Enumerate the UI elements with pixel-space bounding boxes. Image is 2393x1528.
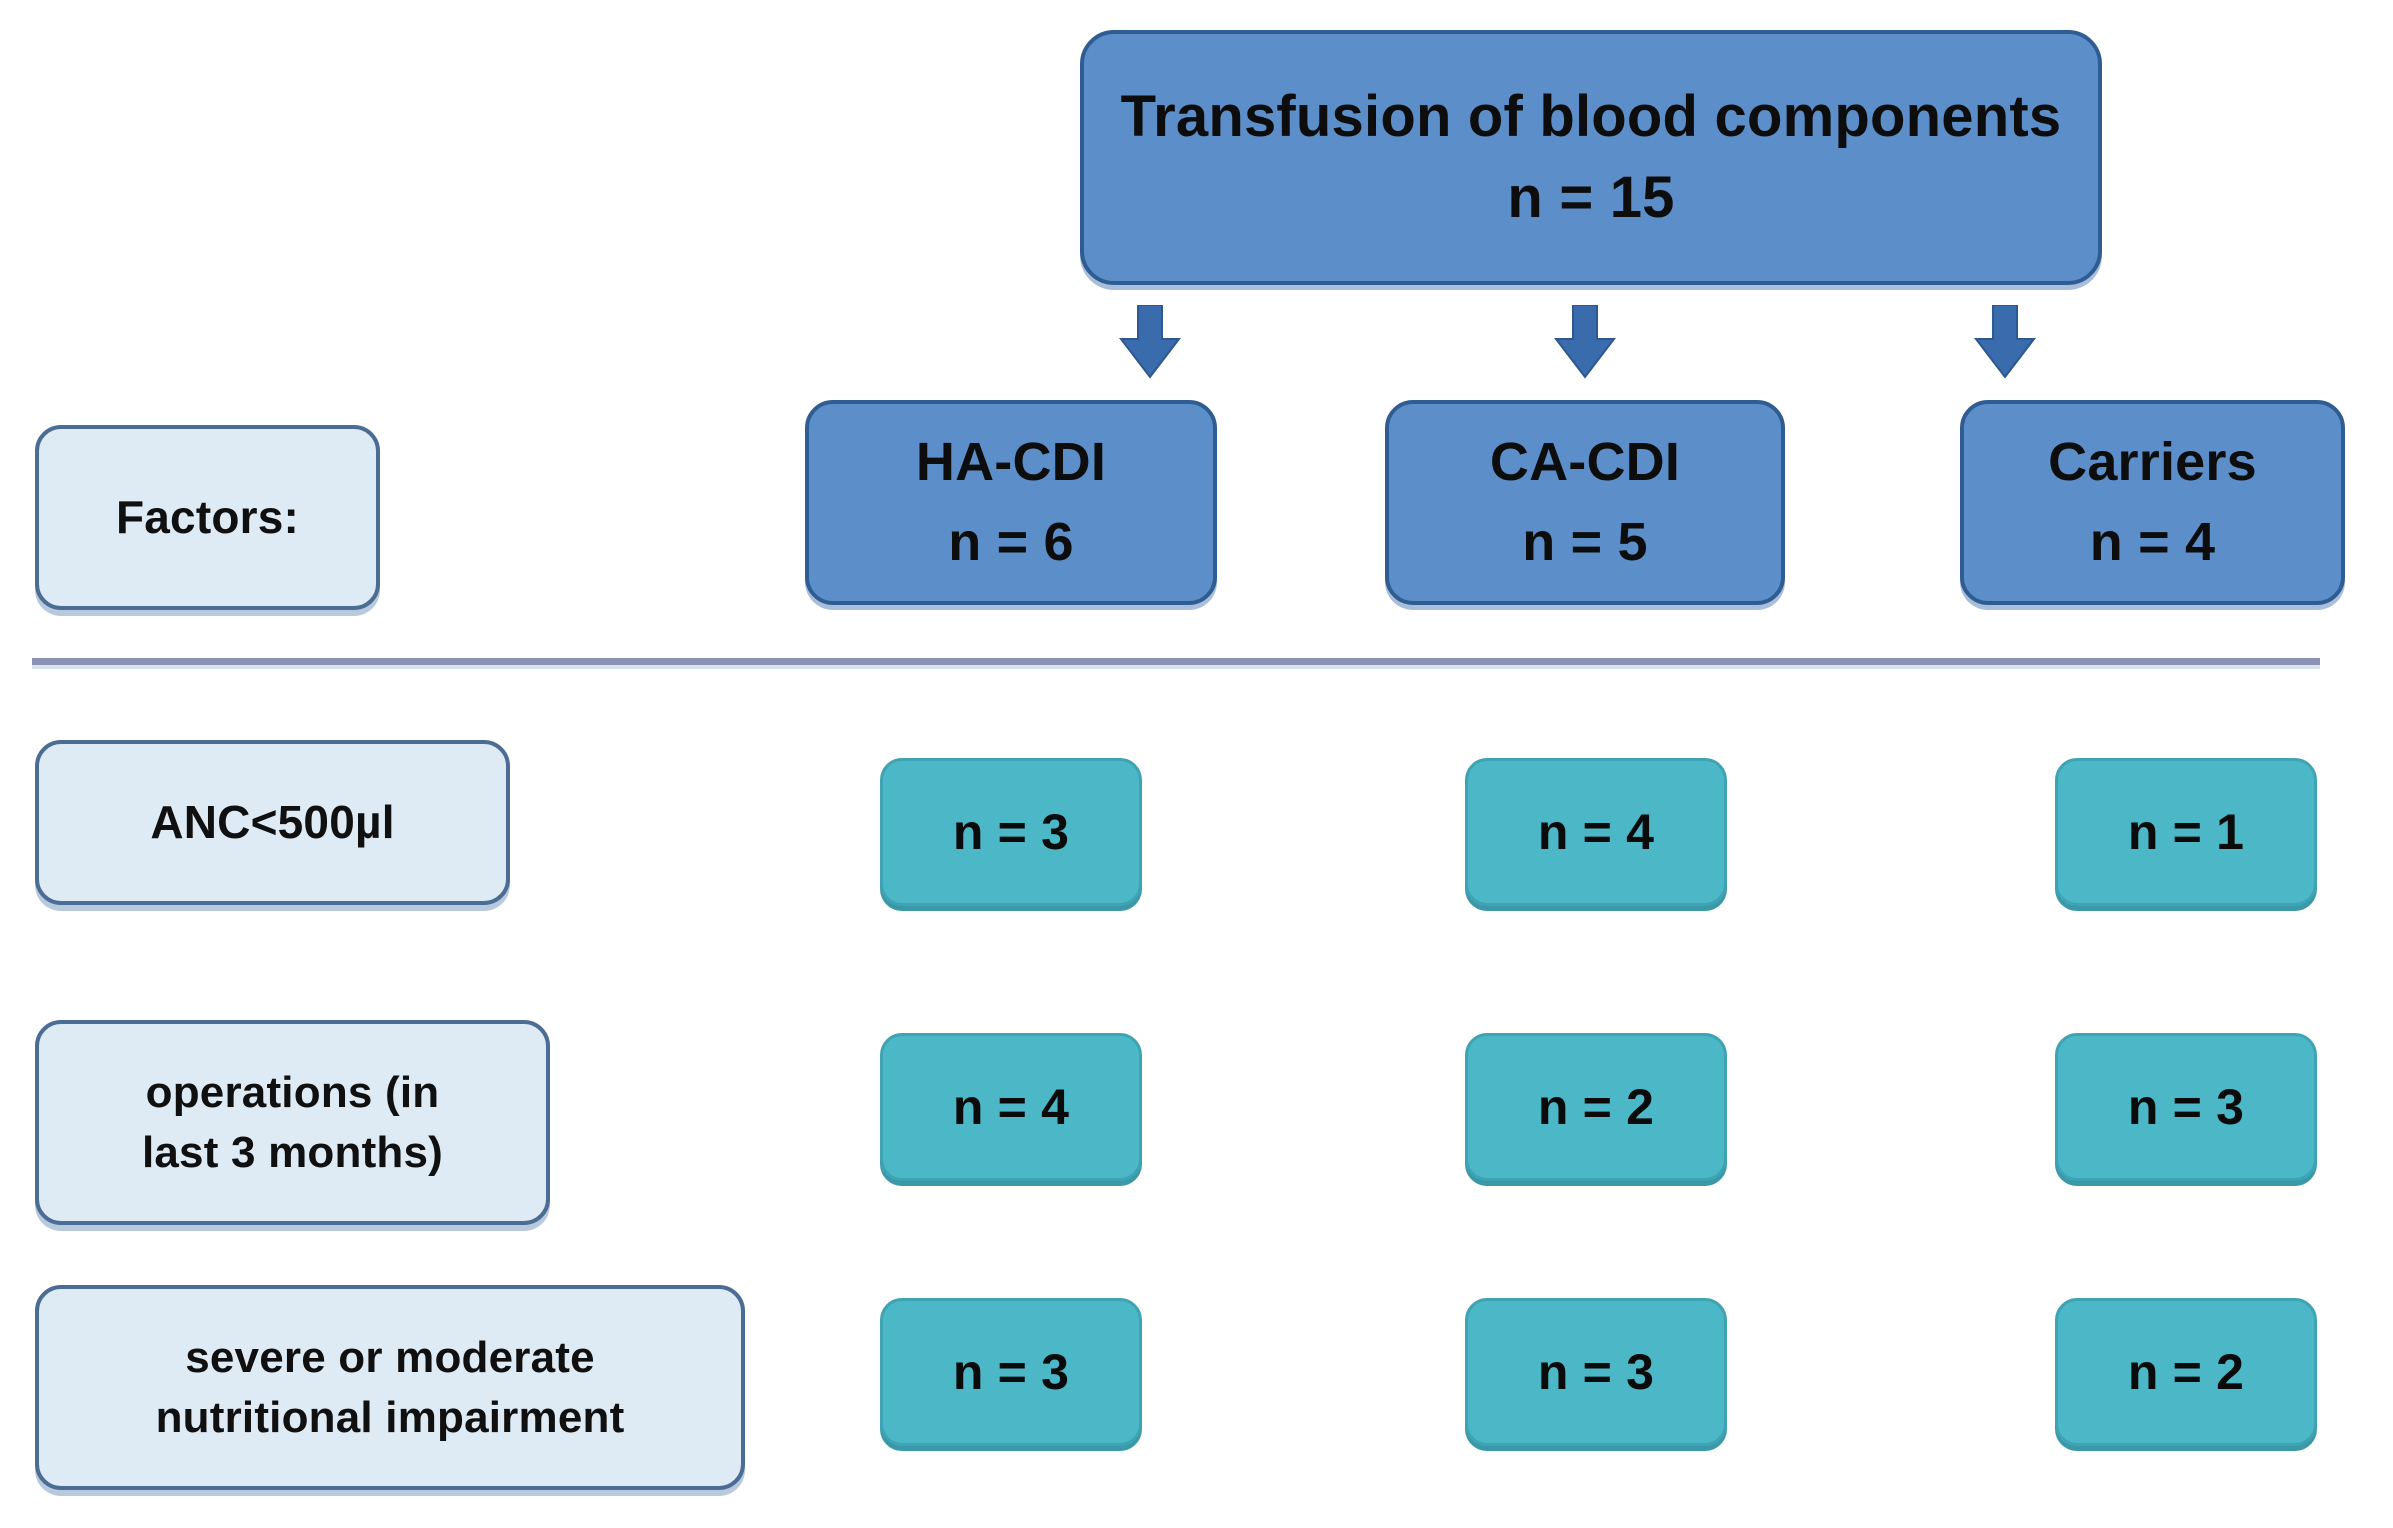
count-label: n = 3 [952, 1343, 1070, 1400]
count-node-operations-ca-cdi[interactable]: n = 2 [1465, 1033, 1727, 1181]
factor-node-operations[interactable]: operations (in last 3 months) [35, 1020, 550, 1225]
count-node-operations-ha-cdi[interactable]: n = 4 [880, 1033, 1142, 1181]
count-node-operations-carriers[interactable]: n = 3 [2055, 1033, 2317, 1181]
group-node-ca-cdi[interactable]: CA-CDI n = 5 [1385, 400, 1785, 605]
factor-node-anc[interactable]: ANC<500µl [35, 740, 510, 905]
arrow-down-icon [1968, 305, 2042, 383]
count-node-anc-ca-cdi[interactable]: n = 4 [1465, 758, 1727, 906]
count-label: n = 1 [2127, 803, 2245, 860]
factor-label-anc: ANC<500µl [150, 796, 395, 849]
root-node-transfusion[interactable]: Transfusion of blood components n = 15 [1080, 30, 2102, 285]
group-node-ha-cdi[interactable]: HA-CDI n = 6 [805, 400, 1217, 605]
group-label-ca-cdi: CA-CDI [1489, 431, 1681, 492]
section-divider [32, 658, 2320, 669]
group-count-carriers: n = 4 [2089, 511, 2216, 572]
count-label: n = 4 [1537, 803, 1655, 860]
count-label: n = 2 [1537, 1078, 1655, 1135]
group-label-carriers: Carriers [2048, 431, 2257, 492]
factors-header-node[interactable]: Factors: [35, 425, 380, 610]
count-node-anc-carriers[interactable]: n = 1 [2055, 758, 2317, 906]
count-node-nutrition-ha-cdi[interactable]: n = 3 [880, 1298, 1142, 1446]
count-label: n = 3 [2127, 1078, 2245, 1135]
count-node-nutrition-carriers[interactable]: n = 2 [2055, 1298, 2317, 1446]
count-node-anc-ha-cdi[interactable]: n = 3 [880, 758, 1142, 906]
group-node-carriers[interactable]: Carriers n = 4 [1960, 400, 2345, 605]
root-node-label: Transfusion of blood components [1120, 83, 2062, 149]
factor-label-operations-line1: operations (in [145, 1068, 440, 1118]
count-label: n = 4 [952, 1078, 1070, 1135]
count-label: n = 3 [1537, 1343, 1655, 1400]
count-label: n = 2 [2127, 1343, 2245, 1400]
group-count-ca-cdi: n = 5 [1522, 511, 1648, 572]
arrow-down-icon [1548, 305, 1622, 383]
count-label: n = 3 [952, 803, 1070, 860]
count-node-nutrition-ca-cdi[interactable]: n = 3 [1465, 1298, 1727, 1446]
arrow-down-icon [1113, 305, 1187, 383]
factor-node-nutritional-impairment[interactable]: severe or moderate nutritional impairmen… [35, 1285, 745, 1490]
group-count-ha-cdi: n = 6 [948, 511, 1074, 572]
root-node-count: n = 15 [1507, 164, 1675, 230]
group-label-ha-cdi: HA-CDI [915, 431, 1107, 492]
factor-label-nutrition-line2: nutritional impairment [155, 1392, 625, 1442]
factor-label-operations-line2: last 3 months) [141, 1127, 444, 1177]
factor-label-nutrition-line1: severe or moderate [185, 1333, 595, 1383]
factors-header-label: Factors: [115, 491, 300, 544]
